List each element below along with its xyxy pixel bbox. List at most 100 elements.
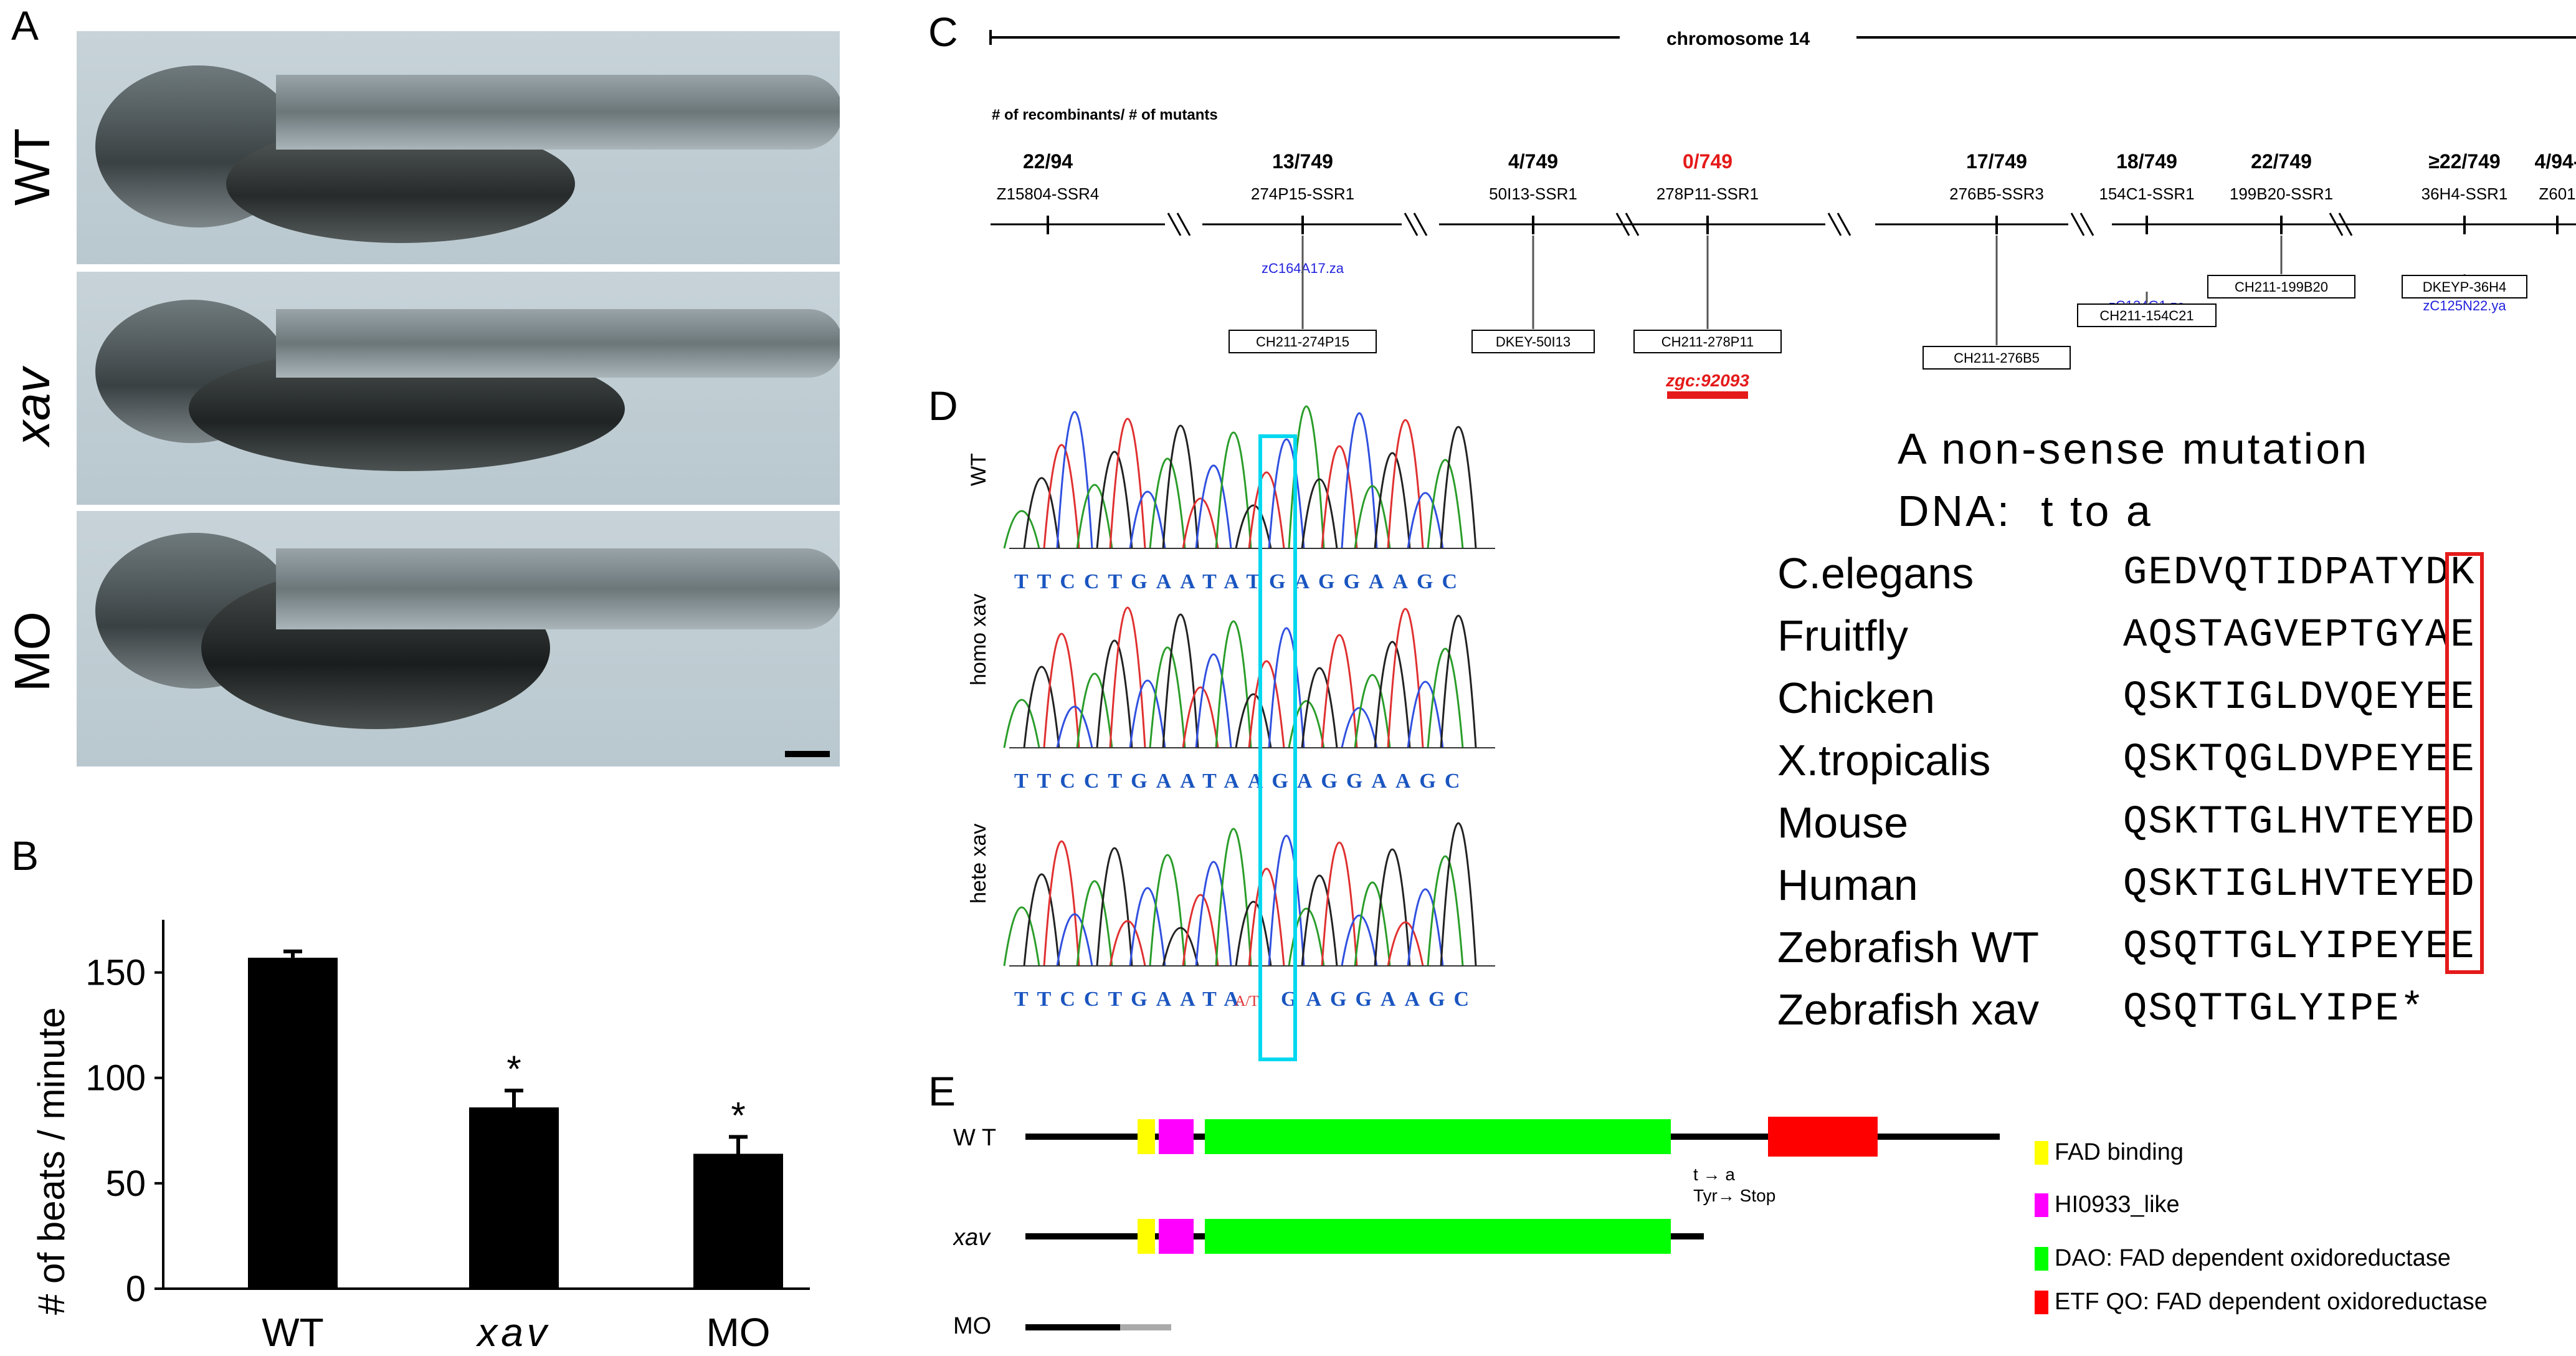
y-tick-label: 0 — [126, 1269, 146, 1309]
protein-sequence: AQSTAGVEPTGYAE — [2123, 613, 2476, 658]
protein-change-note: Tyr→ Stop — [1693, 1186, 1775, 1205]
legend-label: ETF QO: FAD dependent oxidoreductase — [2055, 1289, 2488, 1315]
chromatogram: WT TTCCTGAATATGAGGAAGC homo xavTTCCTGAATAA… — [967, 405, 1495, 1061]
marker-name: 276B5-SSR3 — [1949, 184, 2044, 203]
protein-sequence: QSKTIGLHVTEYED — [2123, 862, 2476, 907]
recombinant-subtitle: # of recombinants/ # of mutants — [992, 107, 1218, 123]
panel-d-label: D — [928, 383, 958, 429]
clone-label: CH211-278P11 — [1661, 334, 1754, 350]
mutation-dna: DNA: t to a — [1898, 487, 2153, 535]
marker-ratio: 17/749 — [1966, 150, 2027, 173]
marker-ratio: 22/749 — [2251, 150, 2312, 173]
marker-name: 154C1-SSR1 — [2099, 184, 2194, 203]
mutation-note: t → a — [1693, 1165, 1735, 1184]
protein-sequence: QSKTIGLDVQEYEE — [2123, 676, 2476, 720]
fish-row-label-xav: xav — [4, 368, 60, 446]
legend-label: FAD binding — [2055, 1139, 2184, 1165]
fish-row-label-mo: MO — [4, 611, 60, 692]
x-tick-label: xav — [475, 1310, 551, 1355]
significance-star: * — [731, 1094, 745, 1136]
species-name: X.tropicalis — [1777, 736, 1991, 785]
significance-star: * — [506, 1048, 521, 1090]
marker-ratio: 0/749 — [1683, 150, 1732, 173]
mutation-title: A non-sense mutation — [1898, 424, 2370, 473]
marker-ratio: 18/749 — [2116, 150, 2177, 173]
base-sequence: TTCCTGAATAAGAGGAAGC — [1014, 770, 1468, 793]
species-name: Fruitfly — [1777, 611, 1908, 660]
legend-item: ETF QO: FAD dependent oxidoreductase — [2035, 1289, 2488, 1315]
marker-ratio: 4/749 — [1508, 150, 1558, 173]
candidate-gene-label: zgc:92093 — [1665, 371, 1749, 390]
protein-sequence: GEDVQTIDPATYDK — [2123, 551, 2476, 596]
panel-c-label: C — [928, 9, 958, 55]
clone-label: CH211-274P15 — [1256, 334, 1349, 350]
legend-swatch — [2035, 1193, 2048, 1217]
panel-b-label: B — [11, 833, 39, 879]
marker-name: 50I13-SSR1 — [1489, 184, 1577, 203]
domain-row-xav: xav — [953, 1225, 991, 1251]
marker-name: 274P15-SSR1 — [1251, 184, 1354, 203]
protein-sequence: QSKTTGLHVTEYED — [2123, 800, 2476, 845]
marker-name: 36H4-SSR1 — [2422, 184, 2508, 203]
domain-diagram: WT xav t → a Tyr→ Stop MO — [953, 1117, 2000, 1339]
y-axis-label: # of beats / minute — [31, 1007, 72, 1315]
bar-mo — [693, 1153, 783, 1289]
fish-row-label-wt: WT — [4, 128, 60, 206]
fish-image-xav — [77, 272, 840, 505]
chromosome-label: chromosome 14 — [1666, 29, 1810, 49]
marker-name: 199B20-SSR1 — [2230, 184, 2333, 203]
mutation-highlight-box — [1258, 434, 1297, 1061]
y-tick-label: 150 — [85, 953, 146, 993]
marker-ratio: 13/749 — [1272, 150, 1333, 173]
marker-name: 278P11-SSR1 — [1656, 184, 1759, 203]
clone-label: CH211-276B5 — [1954, 350, 2040, 366]
base-sequence: TTCCTGAATA — [1014, 988, 1248, 1011]
fish-image-mo — [77, 511, 840, 766]
legend-label: HI0933_like — [2055, 1191, 2180, 1218]
species-name: Mouse — [1777, 798, 1909, 847]
y-tick-label: 50 — [105, 1163, 146, 1204]
legend-swatch — [2035, 1246, 2048, 1271]
legend-item: FAD binding — [2035, 1139, 2184, 1166]
genetic-map: chromosome 14 # of recombinants/ # of mu… — [989, 29, 2576, 399]
panel-a-label: A — [11, 2, 39, 49]
base-sequence: TTCCTGAATATGAGGAAGC — [1014, 570, 1466, 593]
heterozygous-base: A/T — [1235, 993, 1259, 1010]
y-tick-label: 100 — [85, 1058, 146, 1099]
marker-name: Z601 — [2539, 184, 2575, 203]
legend-swatch — [2035, 1140, 2048, 1165]
trace-label: homo xav — [967, 594, 991, 685]
clone-label: CH211-199B20 — [2235, 279, 2328, 295]
clone-label: DKEYP-36H4 — [2423, 279, 2507, 295]
trace-label: WT — [967, 453, 991, 486]
species-name: Human — [1777, 861, 1918, 909]
bar-xav — [469, 1107, 559, 1289]
clone-label: DKEY-50I13 — [1496, 334, 1571, 350]
panel-e-label: E — [928, 1068, 956, 1114]
trace-label: hete xav — [967, 823, 991, 904]
base-sequence: GAGGAAGC — [1281, 988, 1478, 1011]
marker-name: Z15804-SSR4 — [997, 184, 1100, 203]
legend-item: HI0933_like — [2035, 1191, 2180, 1218]
species-name: C.elegans — [1777, 549, 1974, 598]
marker-ratio: ≥22/749 — [2428, 150, 2500, 173]
scale-bar — [785, 751, 830, 757]
gene-label: zC125N22.ya — [2423, 298, 2506, 313]
tyrosine-highlight-box — [2445, 552, 2484, 974]
fish-image-wt — [77, 31, 840, 264]
marker-ratio: 22/94 — [1023, 150, 1073, 173]
protein-sequence: QSQTTGLYIPE* — [2123, 987, 2425, 1032]
x-tick-label: MO — [706, 1310, 770, 1355]
species-name: Zebrafish xav — [1777, 985, 2040, 1034]
x-tick-label: WT — [262, 1310, 324, 1355]
domain-row-wt: WT — [953, 1125, 1002, 1151]
protein-sequence: QSQTTGLYIPEYEE — [2123, 925, 2476, 970]
marker-ratio: 4/94- — [2535, 150, 2576, 173]
legend-label: DAO: FAD dependent oxidoreductase — [2055, 1245, 2451, 1271]
domain-row-mo: MO — [953, 1313, 991, 1339]
species-name: Zebrafish WT — [1777, 923, 2040, 972]
clone-label: CH211-154C21 — [2099, 308, 2193, 323]
bar-wt — [248, 957, 338, 1289]
protein-sequence: QSKTQGLDVPEYEE — [2123, 738, 2476, 783]
